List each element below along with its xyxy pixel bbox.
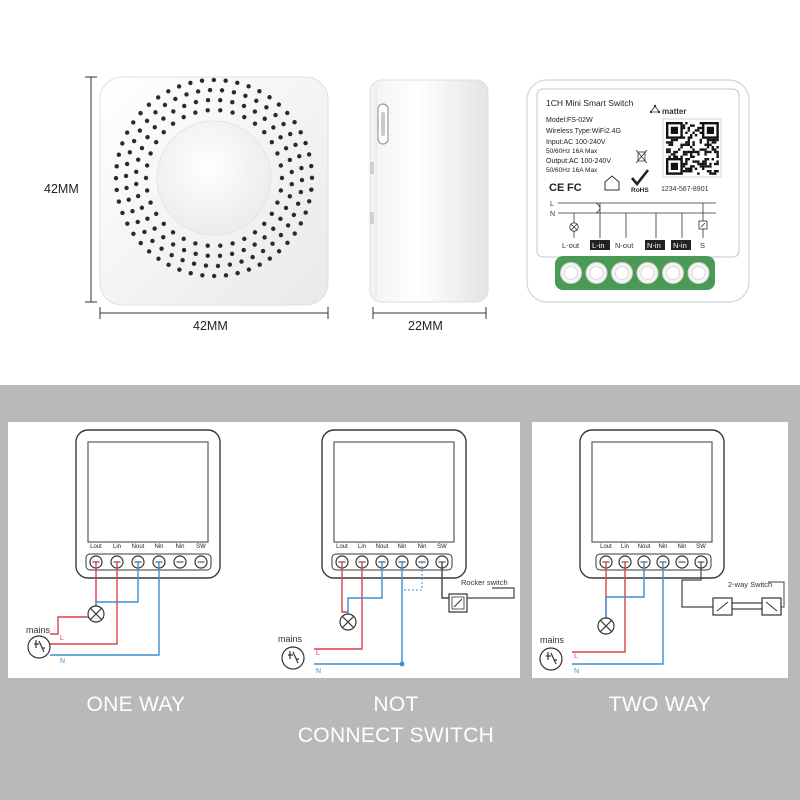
mains-label: mains <box>26 625 51 635</box>
terminal-label: Nin <box>154 544 163 550</box>
label-term-nin-2: N-in <box>673 241 687 250</box>
pairing-code: 1234-567-8901 <box>661 186 709 193</box>
terminal-label: Nin <box>417 544 426 550</box>
caption-not-connect-line-2: CONNECT SWITCH <box>297 724 495 747</box>
two-way-switch-a-icon <box>712 597 733 616</box>
depth-label: 22MM <box>408 319 443 333</box>
two-way-diagram: Lout Lin Nout Nin Nin SW 2-way Switch mains L… <box>539 429 785 675</box>
center-button <box>156 120 272 236</box>
height-label: 42MM <box>44 182 79 196</box>
label-brand: matter <box>662 107 686 116</box>
terminal-label: Lin <box>621 544 629 550</box>
terminal-label: Lout <box>336 544 348 550</box>
label-wireless: Wireless Type:WiFi2.4G <box>546 128 621 135</box>
terminal-label: Lout <box>90 544 102 550</box>
terminal-label: SW <box>696 544 706 550</box>
one-way-diagram: Lout Lin Nout Nin Nin SW mains L N <box>26 429 221 665</box>
mains-plug-icon <box>281 646 305 670</box>
matter-logo-icon <box>649 104 661 114</box>
label-input-1: Input:AC 100-240V <box>546 139 606 146</box>
label-term-nin-1: N-in <box>647 241 661 250</box>
check-icon <box>631 169 650 187</box>
ce-mark: CE <box>549 182 564 194</box>
label-model: Model:FS-02W <box>546 117 593 124</box>
terminal-label: SW <box>196 544 206 550</box>
mains-label: mains <box>540 635 565 645</box>
label-output-2: 50/60Hz 16A Max <box>546 167 598 174</box>
mains-plug-icon <box>27 635 51 659</box>
lamp-symbol-icon <box>569 222 579 232</box>
weee-bin-icon <box>635 149 648 164</box>
product-views: 42MM 42MM 22MM 1CH <box>0 0 800 385</box>
rocker-switch-label: Rocker switch <box>461 578 508 587</box>
terminal-label: Nout <box>132 544 145 550</box>
qr-code-pattern <box>666 122 719 175</box>
terminal-label: Nin <box>175 544 184 550</box>
side-view <box>369 79 489 303</box>
wire-n-label: N <box>574 668 579 675</box>
terminal-label: Lout <box>600 544 612 550</box>
lamp-icon <box>597 617 615 635</box>
terminal-label: SW <box>437 544 447 550</box>
device-outline <box>579 429 725 579</box>
terminal-label: Nin <box>658 544 667 550</box>
caption-one-way: ONE WAY <box>86 693 186 716</box>
terminal-label: Lin <box>113 544 121 550</box>
terminal-label: Nin <box>397 544 406 550</box>
mains-label: mains <box>278 634 303 644</box>
lamp-icon <box>87 605 105 623</box>
rocker-switch-icon <box>448 593 468 613</box>
rohs-mark: RoHS <box>631 187 649 194</box>
label-input-2: 50/60Hz 16A Max <box>546 148 598 155</box>
terminal-label: Nin <box>677 544 686 550</box>
terminal-label: Nout <box>638 544 651 550</box>
fc-mark: FC <box>567 182 582 194</box>
device-outline <box>75 429 221 579</box>
wire-n-label: N <box>60 658 65 665</box>
two-way-switch-b-icon <box>761 597 782 616</box>
panel-two-way: Lout Lin Nout Nin Nin SW 2-way Switch mains L… <box>532 422 788 678</box>
wire-l-label: L <box>574 653 578 660</box>
wire-l-label: L <box>60 635 64 642</box>
label-term-nout: N-out <box>615 241 634 250</box>
front-view <box>99 76 329 306</box>
width-label: 42MM <box>193 319 228 333</box>
caption-two-way: TWO WAY <box>608 693 712 716</box>
screw-terminals <box>560 262 710 284</box>
two-way-switch-label: 2-way Switch <box>728 580 772 589</box>
back-view: 1CH Mini Smart Switch matter Model:FS-02… <box>526 79 750 303</box>
label-term-lout: L-out <box>562 241 580 250</box>
caption-not-connect-line-1: NOT <box>373 693 419 716</box>
label-bus-l: L <box>550 201 554 208</box>
device-outline <box>321 429 467 579</box>
label-schematic <box>558 202 716 238</box>
wire-l-label: L <box>316 650 320 657</box>
label-term-s: S <box>700 241 705 250</box>
terminal-label: Lin <box>358 544 366 550</box>
depth-dimension: 22MM <box>372 307 487 333</box>
lamp-icon <box>339 613 357 631</box>
vent-holes <box>113 77 315 279</box>
height-dimension: 42MM <box>44 76 97 303</box>
mains-plug-icon <box>539 647 563 671</box>
label-term-lin: L-in <box>592 241 605 250</box>
panel-one-way: Lout Lin Nout Nin Nin SW mains L N <box>8 422 264 678</box>
label-title: 1CH Mini Smart Switch <box>546 98 634 108</box>
house-icon <box>604 175 620 191</box>
label-bus-n: N <box>550 211 555 218</box>
width-dimension: 42MM <box>99 307 329 333</box>
wire-n-label: N <box>316 668 321 675</box>
switch-symbol-icon <box>698 220 708 230</box>
label-output-1: Output:AC 100-240V <box>546 158 611 165</box>
terminal-label: Nout <box>376 544 389 550</box>
product-views-drawing: 42MM 42MM 22MM 1CH <box>44 76 750 333</box>
